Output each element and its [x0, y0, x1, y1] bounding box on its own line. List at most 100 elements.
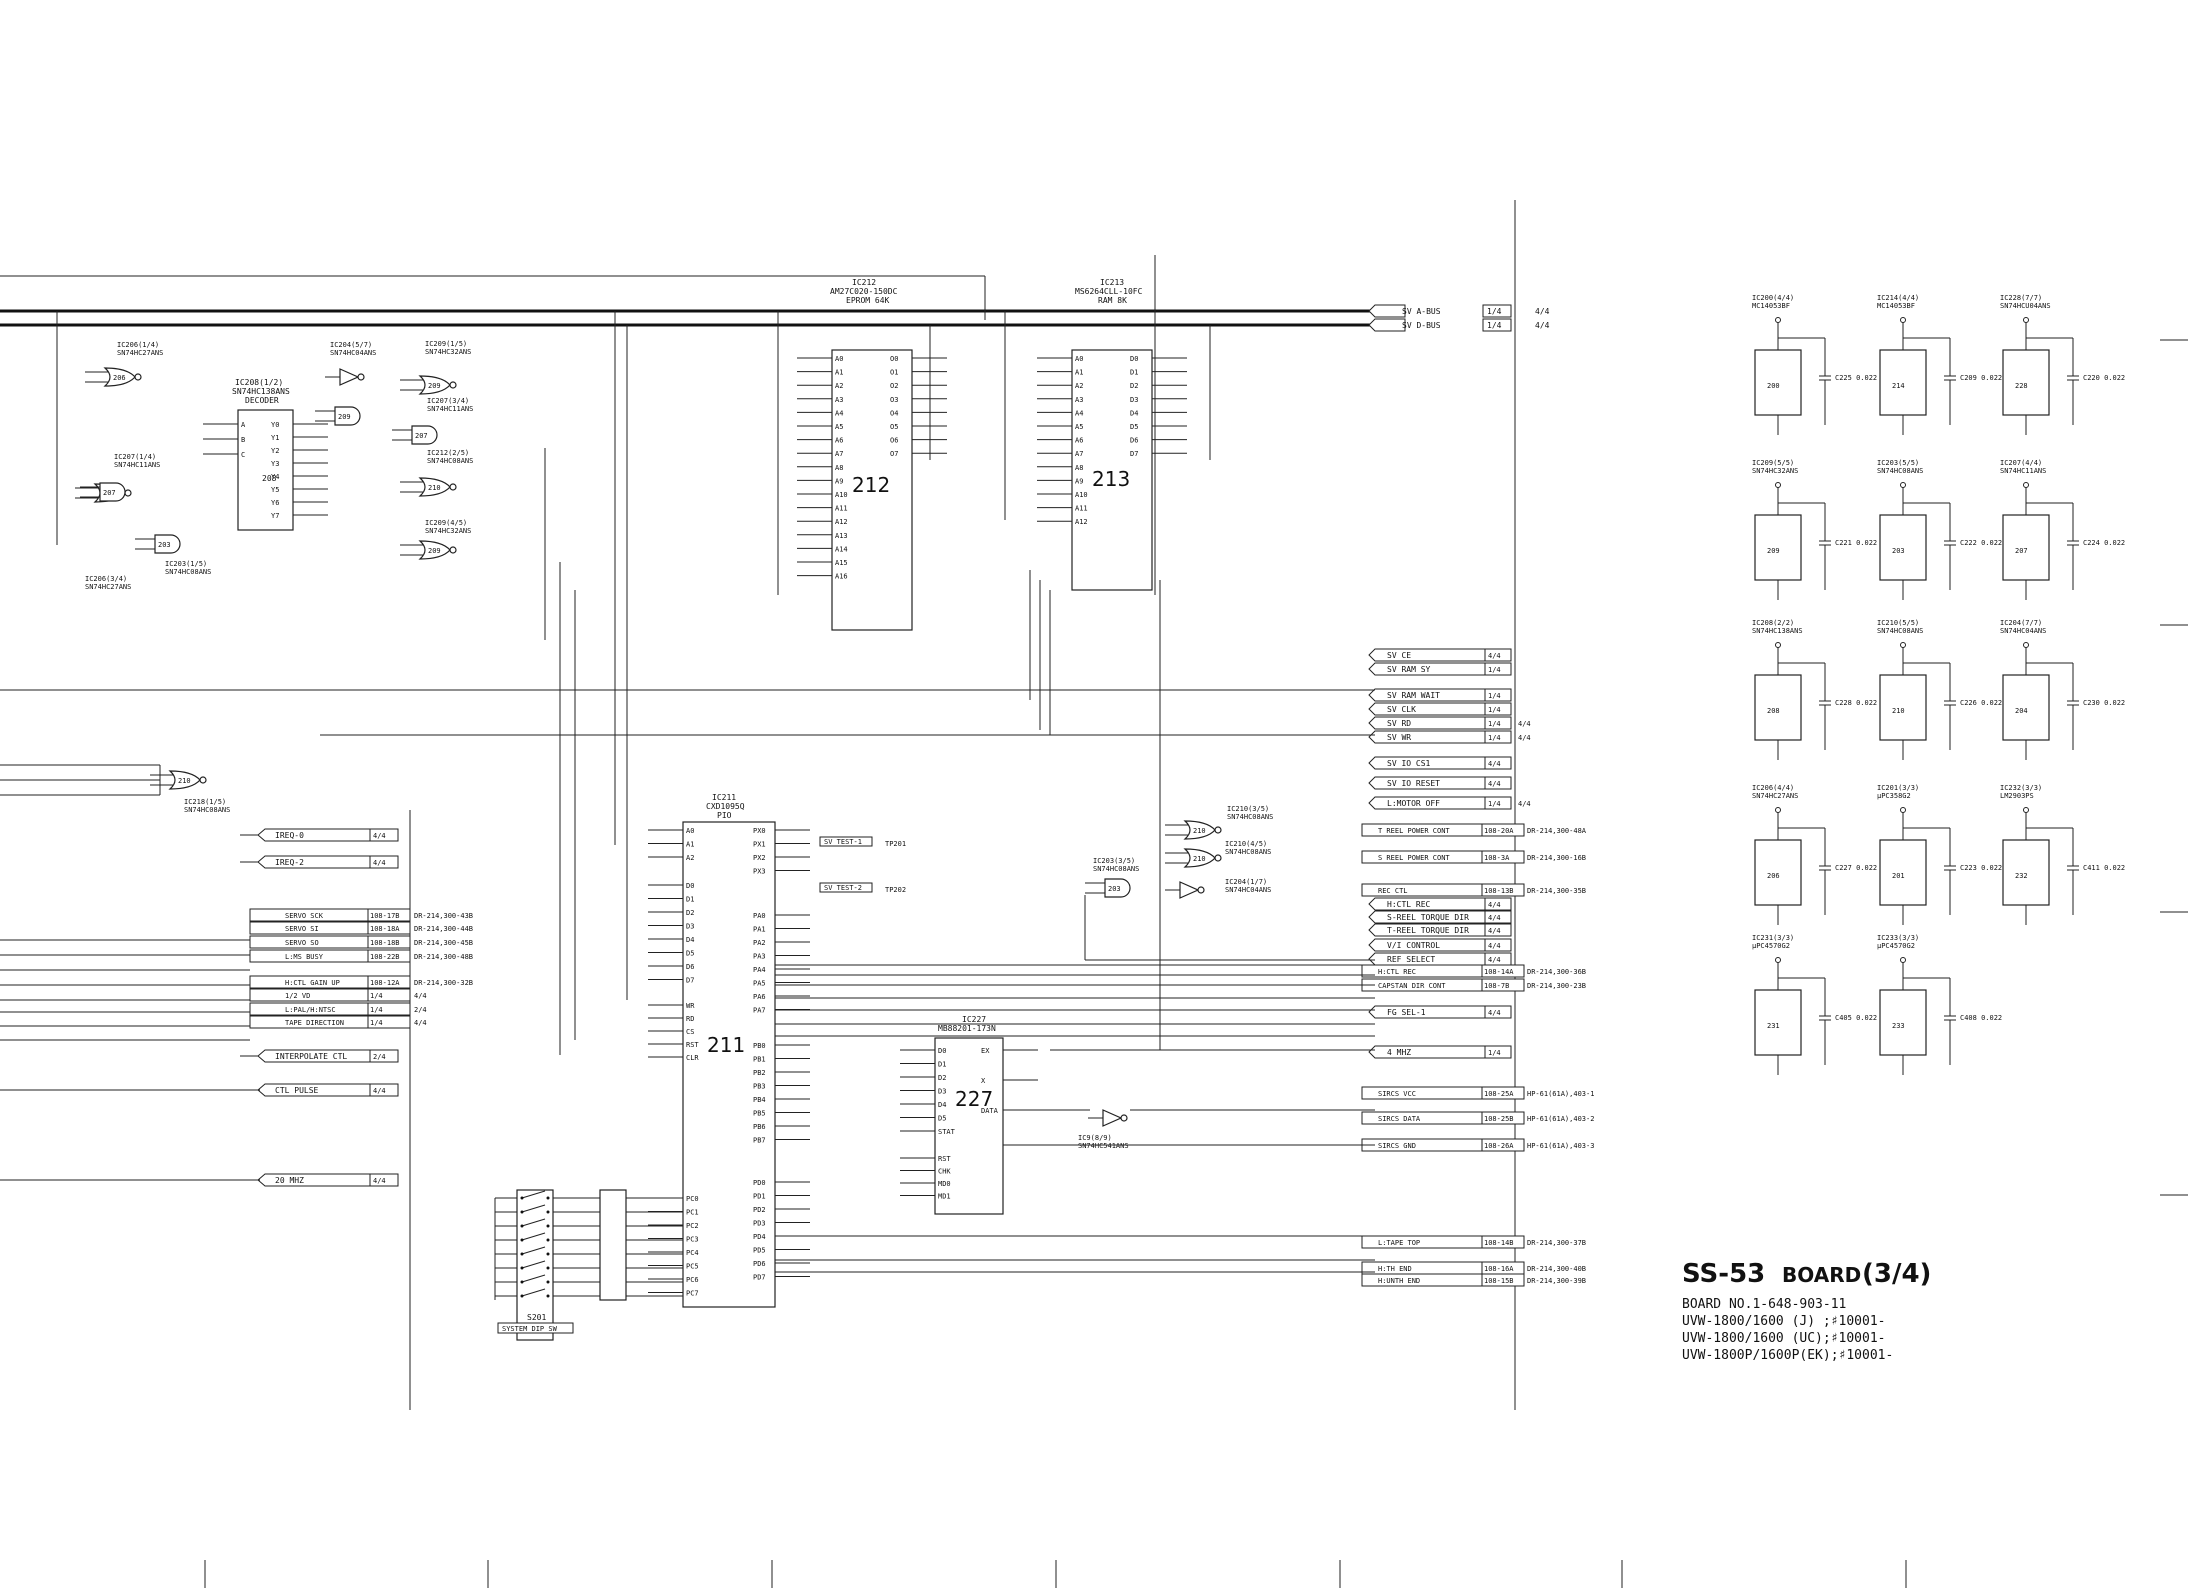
pin-label: A0 [835, 355, 843, 363]
pin-label: EX [981, 1047, 990, 1055]
sv-test1-label: SV TEST-1 [824, 838, 862, 846]
g203a-part: SN74HC08ANS [165, 568, 211, 576]
g9-ref: IC9(8/9) [1078, 1134, 1112, 1142]
pin-label: PX2 [753, 854, 766, 862]
power-ic-ref: IC200(4/4) [1752, 294, 1794, 302]
ic212-desc: EPROM 64K [846, 296, 890, 305]
pin-label: PC4 [686, 1249, 699, 1257]
bref-hctl_gain_up: 108-12A [370, 979, 400, 987]
pin-label: D4 [1130, 409, 1138, 417]
ic213-desc: RAM 8K [1098, 296, 1127, 305]
pin-label: A8 [1075, 464, 1083, 472]
power-ic-num: 204 [2015, 707, 2028, 715]
tag-s_reel_torque: S-REEL TORQUE DIR [1387, 913, 1469, 922]
tag-hctl_rec: H:CTL REC [1387, 900, 1431, 909]
btag-half_vd: 1/2 VD [285, 992, 310, 1000]
g203b-part: SN74HC08ANS [1093, 865, 1139, 873]
pin-label: PX3 [753, 868, 766, 876]
power-ic-num: 232 [2015, 872, 2028, 880]
sv-test2-label: SV TEST-2 [824, 884, 862, 892]
power-ic-num: 228 [2015, 382, 2028, 390]
g218-ref: IC218(1/5) [184, 798, 226, 806]
tag-sircs_vcc: SIRCS VCC [1378, 1090, 1416, 1098]
pin-label: D7 [1130, 450, 1138, 458]
pin-label: D2 [1130, 382, 1138, 390]
power-ic-part: MC14053BF [1877, 302, 1915, 310]
pin-label: RST [686, 1041, 699, 1049]
ext-sircs_vcc: HP-61(61A),403-1 [1527, 1090, 1594, 1098]
pin-label: D0 [1130, 355, 1138, 363]
pin-label: D6 [1130, 437, 1138, 445]
power-ic-cap: C411 0.022 [2083, 864, 2125, 872]
board-part: (3/4) [1862, 1259, 1931, 1289]
pin-label: PB0 [753, 1042, 766, 1050]
pin-label: A3 [1075, 396, 1083, 404]
pin-label: PD7 [753, 1274, 766, 1282]
pin-label: A4 [1075, 409, 1083, 417]
tag-h_th_end: H:TH END [1378, 1265, 1412, 1273]
pin-label: PB2 [753, 1069, 766, 1077]
power-ic-part: μPC4570G2 [1752, 942, 1790, 950]
pin-label: A5 [835, 423, 843, 431]
s201-label: S201 [527, 1313, 546, 1322]
g212b-part: SN74HC08ANS [427, 457, 473, 465]
g207b-part: SN74HC11ANS [427, 405, 473, 413]
ref-sv_ce: 4/4 [1488, 652, 1501, 660]
ref-l_tape_top: 108-14B [1484, 1239, 1514, 1247]
g204a-part: SN74HC04ANS [330, 349, 376, 357]
ext-t_reel_power: DR-214,300-48A [1527, 827, 1587, 835]
pin-label: A13 [835, 532, 848, 540]
ltag-ireq2: IREQ-2 [275, 858, 304, 867]
pin-label: PC3 [686, 1236, 699, 1244]
ic211-desc: PIO [717, 811, 732, 820]
ext-capstan_dir: DR-214,300-23B [1527, 982, 1586, 990]
g209a-ref: IC209(1/5) [425, 340, 467, 348]
btag-servo_sck: SERVO SCK [285, 912, 324, 920]
pin-label: O5 [890, 423, 898, 431]
ic208-desc: DECODER [245, 396, 279, 405]
pin-label: PA1 [753, 926, 766, 934]
pin-label: PC1 [686, 1209, 699, 1217]
power-ic-part: LM2903PS [2000, 792, 2034, 800]
tag-capstan_dir: CAPSTAN DIR CONT [1378, 982, 1446, 990]
pin-label: RD [686, 1015, 694, 1023]
pin-label: Y3 [271, 460, 279, 468]
power-ic-ref: IC233(3/3) [1877, 934, 1919, 942]
ref-sv_rd: 1/4 [1488, 720, 1501, 728]
ref-mhz4: 1/4 [1488, 1049, 1501, 1057]
ic208-ref: IC208(1/2) [235, 378, 283, 387]
pin-label: PD5 [753, 1247, 766, 1255]
ic211-part: CXD1095Q [706, 802, 745, 811]
power-ic-part: SN74HCU04ANS [2000, 302, 2051, 310]
pin-label: PC5 [686, 1263, 699, 1271]
pin-label: A6 [835, 437, 843, 445]
pin-label: PB6 [753, 1123, 766, 1131]
btag-lpal_ntsc: L:PAL/H:NTSC [285, 1006, 336, 1014]
ref-a-bus: 1/4 [1487, 307, 1502, 316]
bref-half_vd: 1/4 [370, 992, 383, 1000]
power-ic-cap: C227 0.022 [1835, 864, 1877, 872]
pin-label: A3 [835, 396, 843, 404]
ext-h_th_end: DR-214,300-40B [1527, 1265, 1586, 1273]
g203b-num: 203 [1108, 885, 1121, 893]
pin-label: Y7 [271, 512, 279, 520]
pin-label: A1 [1075, 369, 1083, 377]
pin-label: PA4 [753, 966, 766, 974]
bref-servo_sck: 108-17B [370, 912, 400, 920]
pin-label: D3 [1130, 396, 1138, 404]
pin-label: B [241, 436, 245, 444]
bext-servo_si: DR-214,300-44B [414, 925, 473, 933]
ref-s_reel_torque: 4/4 [1488, 914, 1501, 922]
ic213-ref: IC213 [1100, 278, 1124, 287]
tag-l_motor_off: L:MOTOR OFF [1387, 799, 1440, 808]
ref-h_unth_end: 108-15B [1484, 1277, 1514, 1285]
pin-label: A9 [835, 477, 843, 485]
ltag-ireq0: IREQ-0 [275, 831, 304, 840]
power-ic-ref: IC204(7/7) [2000, 619, 2042, 627]
tag-vii_control: V/I CONTROL [1387, 941, 1440, 950]
